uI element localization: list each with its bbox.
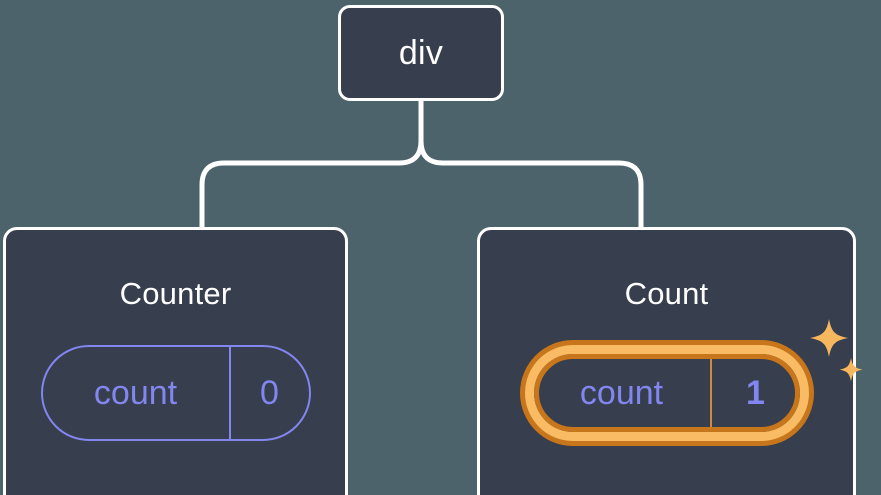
sparkle-large-icon [809,319,848,357]
tree-node-count[interactable]: Count count 1 [477,227,862,495]
sparkles-group [809,319,862,382]
prop-pill-wrapper: count 0 [40,345,311,441]
node-title: Counter [119,276,232,311]
prop-pill-wrapper: count 1 [524,319,862,441]
prop-key: count [43,347,231,439]
sparkle-small-icon [839,358,862,382]
node-title: div [398,34,444,72]
tree-node-root[interactable]: div [338,5,504,101]
prop-key: count [534,354,712,432]
prop-pill-highlighted[interactable]: count 1 [524,345,809,441]
tree-node-counter[interactable]: Counter count 0 [3,227,348,495]
prop-pill[interactable]: count 0 [40,345,311,441]
prop-value: 0 [260,374,279,412]
prop-value: 1 [746,374,765,412]
node-title: Count [624,276,709,311]
